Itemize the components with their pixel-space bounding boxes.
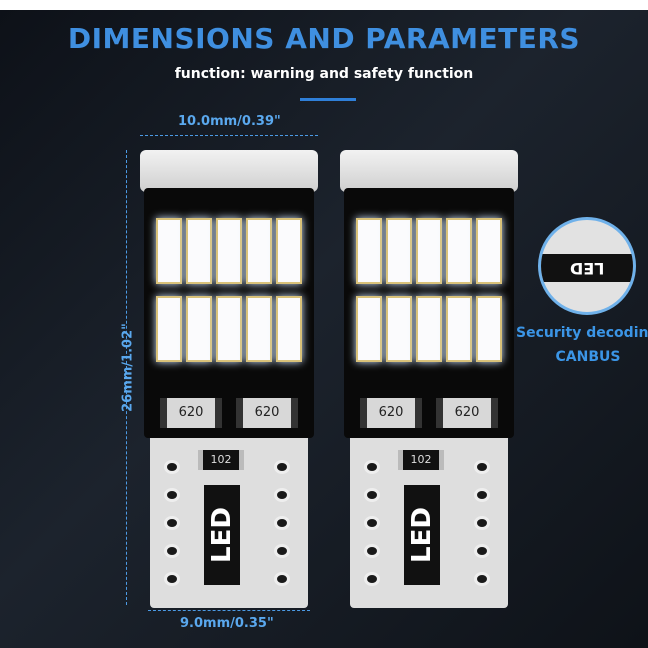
resistor: 620 bbox=[236, 398, 298, 428]
product-image: DIMENSIONS AND PARAMETERS function: warn… bbox=[0, 10, 648, 648]
feature-line2: CANBUS bbox=[555, 349, 621, 365]
subtitle: function: warning and safety function bbox=[174, 66, 474, 82]
resistor: 620 bbox=[436, 398, 498, 428]
chip-label: 102 bbox=[198, 450, 244, 470]
top-width-label: 10.0mm/0.39" bbox=[178, 114, 281, 129]
bulb-cap bbox=[340, 150, 518, 192]
bottom-width-label: 9.0mm/0.35" bbox=[180, 616, 274, 631]
feature-line1: Security decoding bbox=[516, 325, 648, 341]
bulb-body: 620 620 bbox=[344, 188, 514, 438]
bottom-width-line bbox=[148, 610, 310, 611]
bulb-cap bbox=[140, 150, 318, 192]
resistor: 620 bbox=[360, 398, 422, 428]
detail-led-label: LED bbox=[541, 254, 633, 282]
height-line bbox=[126, 150, 127, 605]
chip-label: 102 bbox=[398, 450, 444, 470]
top-width-line bbox=[140, 135, 318, 136]
page-title: DIMENSIONS AND PARAMETERS bbox=[67, 22, 581, 55]
resistor: 620 bbox=[160, 398, 222, 428]
height-label: 26mm/1.02" bbox=[120, 323, 136, 412]
led-bulb-front: 620 620 102 LED bbox=[140, 150, 320, 610]
canbus-detail-zoom: LED bbox=[538, 217, 636, 315]
title-underline bbox=[300, 98, 356, 101]
led-bulb-back: 620 620 102 LED bbox=[340, 150, 520, 610]
led-label: LED bbox=[404, 485, 440, 585]
bulb-body: 620 620 bbox=[144, 188, 314, 438]
led-label: LED bbox=[204, 485, 240, 585]
